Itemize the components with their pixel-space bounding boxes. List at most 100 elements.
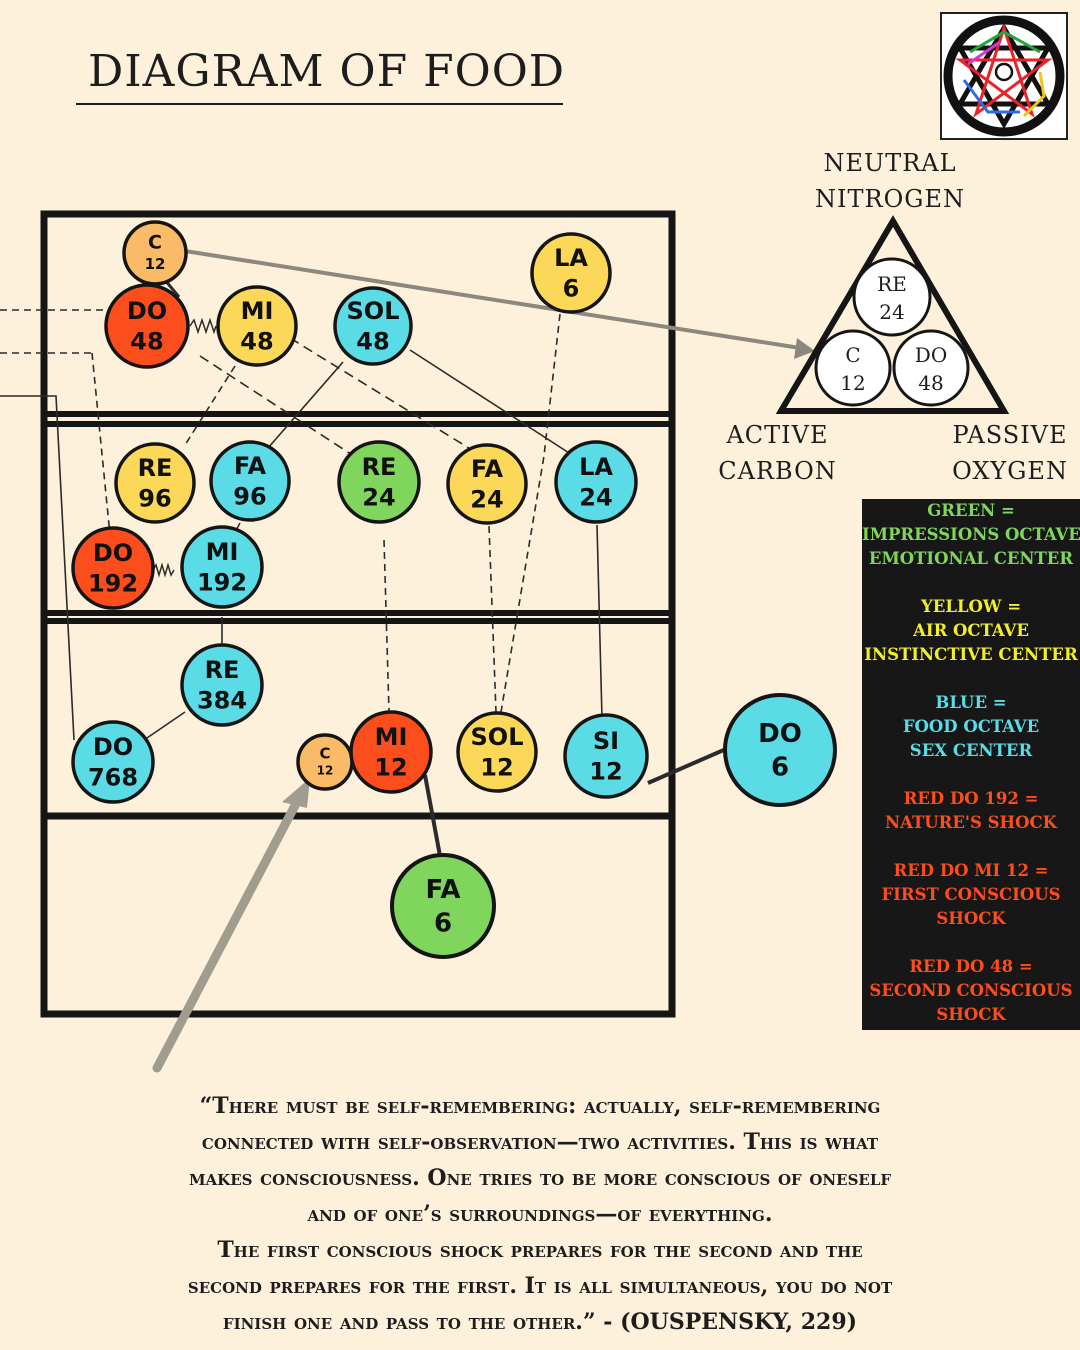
note-circle [563,713,649,799]
note-number: 6 [434,908,452,938]
note-re-24: RE 24 [337,440,421,524]
ouspensky-quote: “There must be self-remembering: actuall… [187,1093,893,1335]
note-si-12: SI 12 [563,713,649,799]
note-number: 12 [589,758,622,786]
note-name: LA [579,453,613,481]
triangle-circle [852,257,932,337]
note-circle [456,711,538,793]
note-connectors [0,249,815,1073]
note-name: DO [93,539,133,567]
note-number: 768 [88,764,138,792]
note-number: 12 [374,754,407,782]
triangle-note-number: 24 [879,300,904,324]
note-number: 24 [362,484,395,512]
note-number: 96 [138,485,171,513]
note-do-48: DO 48 [104,283,190,369]
page-title: DIAGRAM OF FOOD [88,46,566,97]
triangle-note-name: DO [915,343,947,367]
note-name: FA [471,455,504,483]
note-name: SI [593,727,619,755]
note-number: 12 [480,754,513,782]
note-la-24: LA 24 [554,440,638,524]
note-number: 192 [197,569,247,597]
note-number: 48 [240,328,273,356]
triangle-note-number: 48 [918,371,943,395]
note-la-6: LA 6 [530,232,612,314]
note-name: C [148,232,162,254]
note-c-12-low: C12 [296,733,354,791]
note-number: 24 [579,484,612,512]
note-mi-48: MI 48 [216,285,298,367]
note-do-192: DO 192 [71,526,155,610]
triangle-re-24: RE 24 [852,257,932,337]
note-circle [349,710,433,794]
note-circle [180,643,264,727]
note-circle [554,440,638,524]
note-name: FA [426,875,461,905]
note-circle [446,443,528,525]
triangle-do-48: DO 48 [892,329,970,407]
title-underline [76,103,563,105]
note-sol-48: SOL 48 [333,286,413,366]
note-name: LA [554,244,588,272]
diagram-frame [40,210,676,1018]
note-circle [390,853,496,959]
note-number: 48 [130,328,163,356]
note-name: DO [127,297,167,325]
note-circle [209,440,291,522]
triangle-c-12: C 12 [814,329,892,407]
enneagram-logo-icon [940,12,1068,140]
note-fa-96: FA 96 [209,440,291,522]
note-number: 6 [771,752,789,782]
note-number: 12 [145,255,166,273]
note-re-96: RE 96 [114,442,196,524]
note-mi-192: MI 192 [180,525,264,609]
note-name: MI [375,723,408,751]
triangle-note-number: 12 [840,371,865,395]
legend-red-do-192: RED DO 192 =NATURE'S SHOCK [884,789,1057,832]
notes-layer: C12DO48MI48SOL48LA6RE96FA96RE24FA24LA24D… [71,220,837,959]
note-name: RE [362,453,397,481]
note-circle [122,220,188,286]
triangle-circle [814,329,892,407]
note-circle [180,525,264,609]
note-circle [337,440,421,524]
note-circle [71,526,155,610]
note-number: 12 [317,764,334,778]
note-name: MI [241,297,274,325]
law-of-three-triangle: RE 24C 12 DO 48 [775,215,1010,414]
note-c-12-top: C12 [122,220,188,286]
note-circle [333,286,413,366]
note-name: SOL [347,297,400,325]
triangle-note-name: RE [877,272,907,296]
note-name: DO [758,719,802,749]
note-number: 48 [356,328,389,356]
note-name: RE [138,454,173,482]
note-name: RE [205,656,240,684]
note-number: 96 [233,483,266,511]
note-number: 6 [563,275,580,303]
note-name: FA [234,452,267,480]
note-circle [530,232,612,314]
note-fa-6: FA6 [390,853,496,959]
note-circle [114,442,196,524]
note-name: MI [206,538,239,566]
note-do-6: DO6 [723,693,837,807]
triangle-note-name: C [845,343,860,367]
note-mi-12: MI 12 [349,710,433,794]
note-number: 384 [197,687,247,715]
note-number: 192 [88,570,138,598]
